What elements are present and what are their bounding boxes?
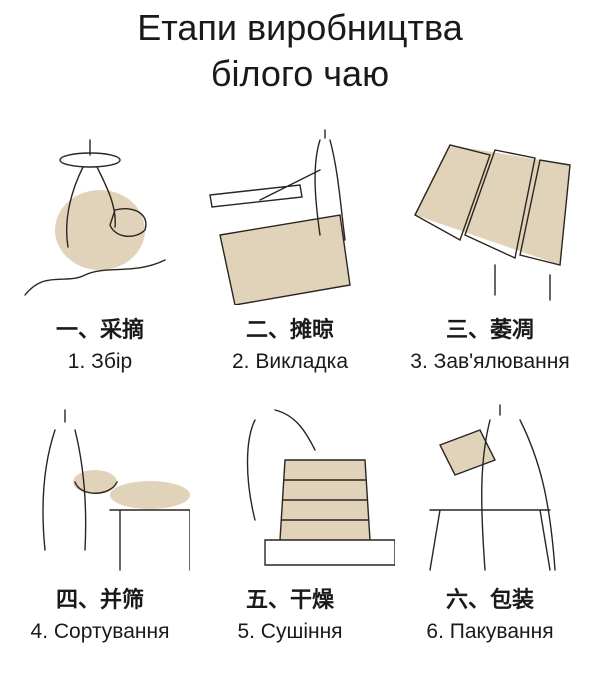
step-label-zh: 一、采摘 <box>55 317 144 343</box>
step-label-zh: 五、干燥 <box>245 587 334 613</box>
step-label-zh: 六、包装 <box>445 587 534 613</box>
step-label-uk: 4. Сортування <box>30 620 170 643</box>
page-title-line-1: Етапи виробництва <box>137 7 463 48</box>
step-label-zh: 二、摊晾 <box>245 317 334 343</box>
spreading-leaves-illustration <box>200 125 370 306</box>
drying-basket-illustration <box>225 400 396 580</box>
step-4: 四、并筛 4. Сортування <box>0 586 200 646</box>
step-label-uk: 6. Пакування <box>426 620 554 643</box>
step-label-zh: 三、萎凋 <box>445 317 534 343</box>
step-label-uk: 5. Сушіння <box>237 620 343 643</box>
withering-racks-illustration <box>410 125 580 305</box>
page-title-line-2: білого чаю <box>210 53 390 94</box>
step-2: 二、摊晾 2. Викладка <box>190 316 390 376</box>
step-label-uk: 2. Викладка <box>231 350 349 373</box>
sorting-sieve-illustration <box>20 400 191 580</box>
step-1: 一、采摘 1. Збір <box>0 316 200 376</box>
step-5: 五、干燥 5. Сушіння <box>190 586 390 646</box>
step-3: 三、萎凋 3. Зав'ялювання <box>390 316 590 376</box>
tea-picking-illustration <box>15 125 185 305</box>
step-label-uk: 1. Збір <box>67 350 133 373</box>
step-label-uk: 3. Зав'ялювання <box>410 350 570 373</box>
step-6: 六、包装 6. Пакування <box>390 586 590 646</box>
step-label-zh: 四、并筛 <box>55 587 144 613</box>
packing-illustration <box>420 400 590 580</box>
